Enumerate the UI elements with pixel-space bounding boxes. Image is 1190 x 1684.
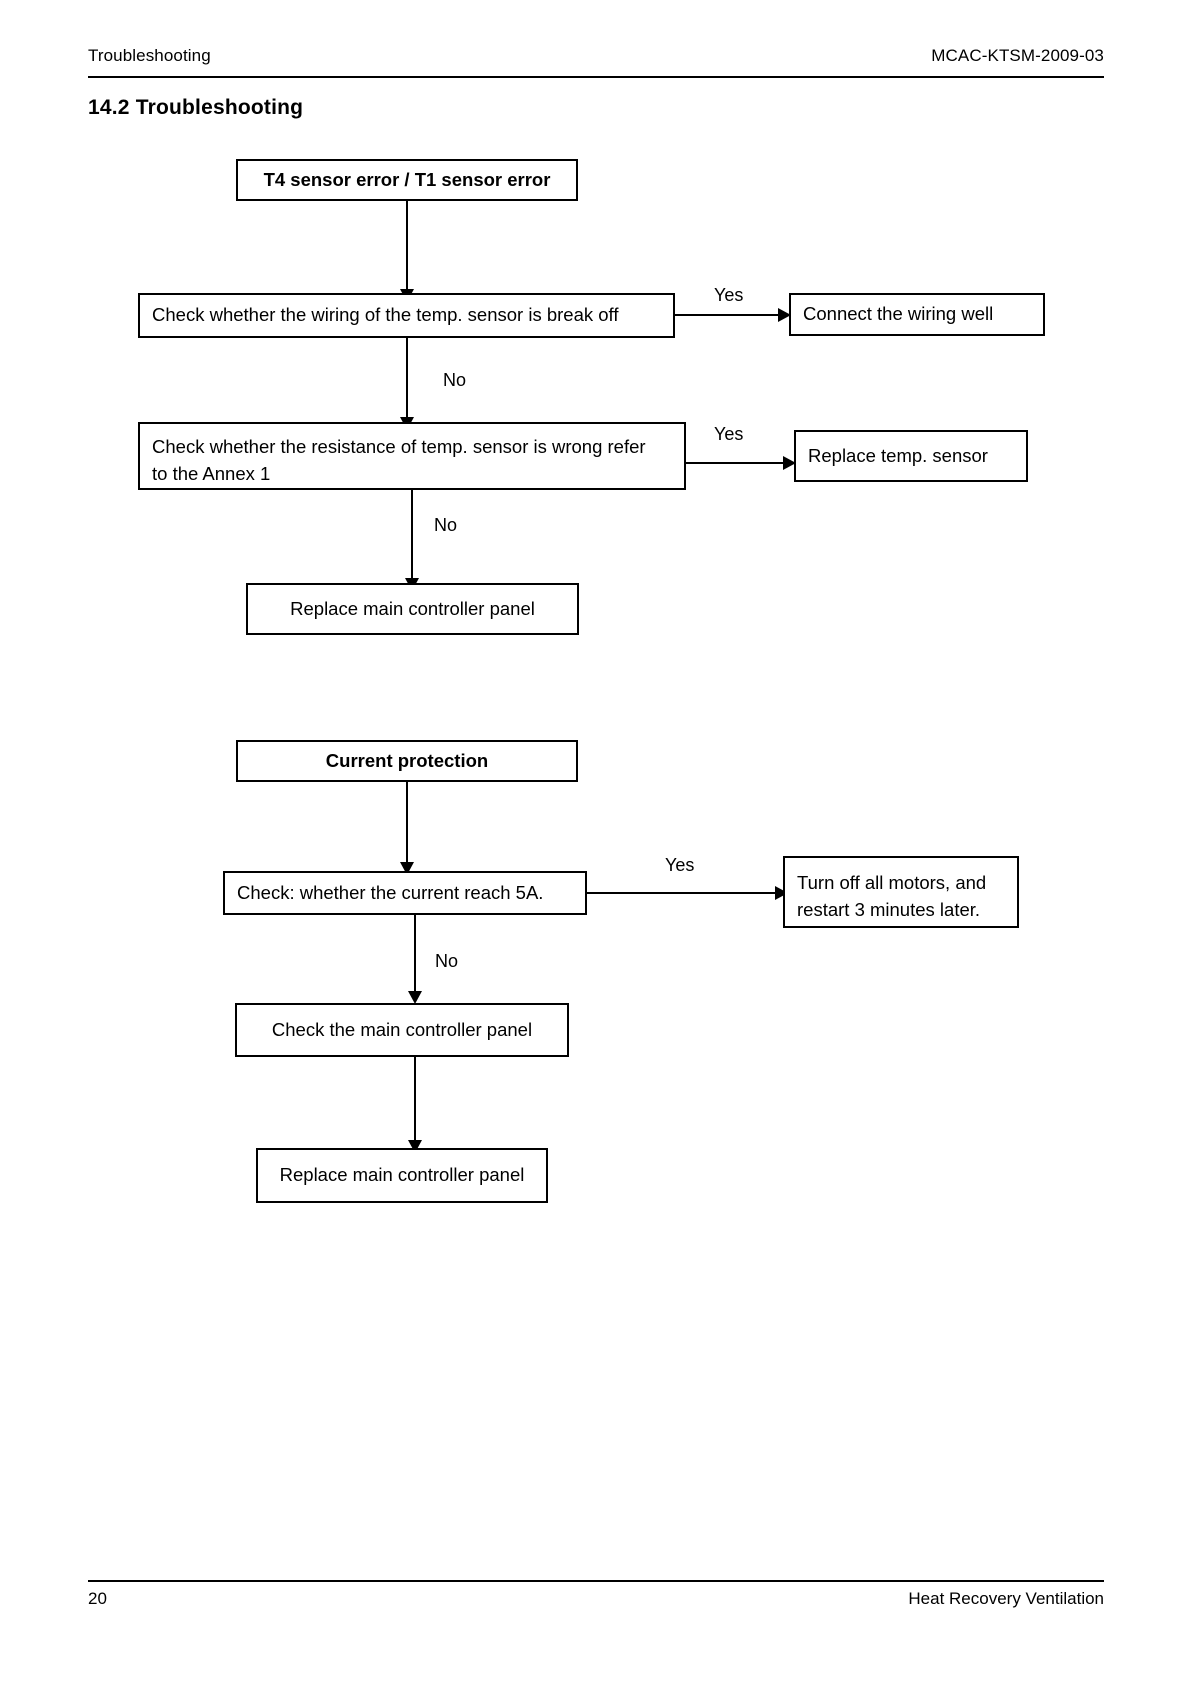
flowchart1-outcome-connect-wiring: Connect the wiring well — [789, 293, 1045, 336]
flowchart2-decision-check-current: Check: whether the current reach 5A. — [223, 871, 587, 915]
flowchart1-end-box: Replace main controller panel — [246, 583, 579, 635]
header-right-text: MCAC-KTSM-2009-03 — [931, 46, 1104, 65]
flowchart1-outcome-connect-wiring-label: Connect the wiring well — [803, 303, 994, 325]
flowchart1-decision-check-wiring: Check whether the wiring of the temp. se… — [138, 293, 675, 338]
flowchart1-decision-check-resistance-line2: to the Annex 1 — [152, 462, 271, 484]
flowchart2-connector-current-no — [414, 915, 416, 995]
flowchart2-edge-label-current-yes: Yes — [665, 855, 695, 875]
flowchart2-start-box: Current protection — [236, 740, 578, 782]
flowchart1-connector-resistance-yes — [686, 462, 785, 464]
flowchart1-outcome-replace-temp-sensor: Replace temp. sensor — [794, 430, 1028, 482]
footer-right-text: Heat Recovery Ventilation — [908, 1589, 1104, 1608]
flowchart1-start-box: T4 sensor error / T1 sensor error — [236, 159, 578, 201]
flowchart1-connector-wiring-no — [406, 338, 408, 421]
flowchart1-edge-label-resistance-no: No — [434, 515, 458, 535]
flowchart1-decision-check-wiring-label: Check whether the wiring of the temp. se… — [152, 304, 619, 326]
flowchart2-outcome-turn-off-motors-line2: restart 3 minutes later. — [797, 898, 981, 920]
flowchart1-arrowhead-wiring-yes — [778, 308, 791, 322]
flowchart1-outcome-replace-temp-sensor-label: Replace temp. sensor — [808, 444, 988, 466]
flowchart1-connector-start-to-check-wiring — [406, 201, 408, 293]
flowchart2-outcome-turn-off-motors: Turn off all motors, and restart 3 minut… — [783, 856, 1019, 928]
footer-divider — [88, 1580, 1104, 1582]
flowchart2-edge-label-current-no: No — [435, 951, 459, 971]
flowchart1-decision-check-resistance: Check whether the resistance of temp. se… — [138, 422, 686, 490]
page-header: Troubleshooting MCAC-KTSM-2009-03 — [88, 46, 1104, 66]
page-title: 14.2 Troubleshooting — [88, 96, 304, 119]
flowchart1-edge-label-wiring-no: No — [443, 370, 467, 390]
flowchart1-connector-wiring-yes — [675, 314, 780, 316]
header-divider — [88, 76, 1104, 78]
flowchart1-decision-check-resistance-line1: Check whether the resistance of temp. se… — [152, 436, 646, 457]
flowchart1-edge-label-wiring-yes: Yes — [714, 285, 744, 305]
flowchart1-edge-label-resistance-yes: Yes — [714, 424, 744, 444]
flowchart1-arrowhead-resistance-yes — [783, 456, 796, 470]
page-footer: 20 Heat Recovery Ventilation — [88, 1589, 1104, 1609]
flowchart2-decision-check-current-label: Check: whether the current reach 5A. — [237, 881, 544, 903]
flowchart2-connector-start-to-check-current — [406, 782, 408, 866]
flowchart2-end-box: Replace main controller panel — [256, 1148, 548, 1203]
footer-page-number: 20 — [88, 1589, 107, 1608]
flowchart2-outcome-turn-off-motors-line1: Turn off all motors, and — [797, 872, 987, 893]
header-left-text: Troubleshooting — [88, 46, 211, 65]
flowchart2-connector-current-yes — [587, 892, 777, 894]
flowchart1-connector-resistance-no — [411, 490, 413, 582]
flowchart2-arrowhead-current-no — [408, 991, 422, 1004]
flowchart2-connector-check-to-replace — [414, 1057, 416, 1144]
flowchart2-node-check-main-controller: Check the main controller panel — [235, 1003, 569, 1057]
